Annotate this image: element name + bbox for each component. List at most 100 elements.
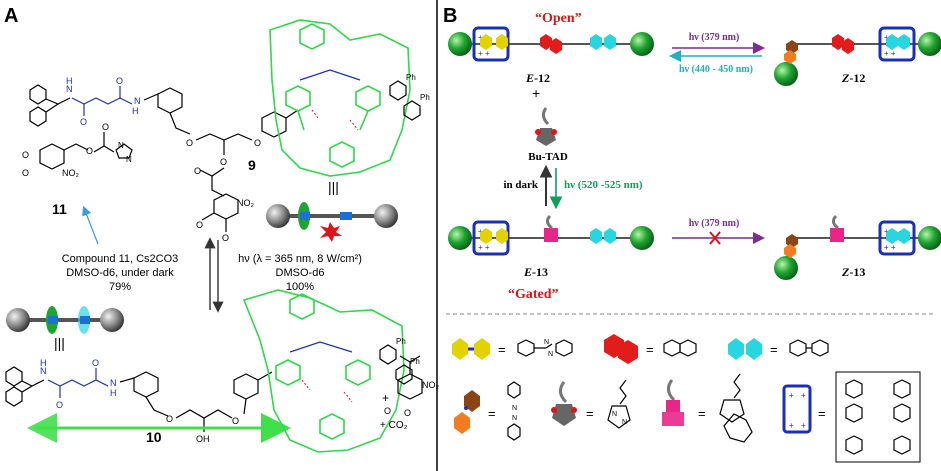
condition-line: DMSO-d6 xyxy=(276,267,325,279)
arrow-dark-label: in dark xyxy=(503,179,538,191)
svg-text:N: N xyxy=(512,405,517,412)
macrocycle-top: Ph Ph xyxy=(269,19,430,177)
nitro-label: NO₂ xyxy=(237,198,255,208)
side-product: + NO₂ O O + CO₂ xyxy=(380,355,440,431)
state-label-e13: E-13 xyxy=(523,265,548,279)
state-label-e12: E-12 xyxy=(525,71,550,85)
panel-b-label: B xyxy=(443,5,457,27)
stopper-ball xyxy=(100,308,124,332)
stopper-ball xyxy=(266,204,290,228)
svg-text:Ph: Ph xyxy=(420,93,430,102)
h-atom-label: H xyxy=(132,106,139,116)
o-atom-label: O xyxy=(254,138,261,148)
svg-text:O: O xyxy=(404,408,411,418)
vertical-reaction-arrows xyxy=(204,237,224,313)
svg-text:=: = xyxy=(586,406,594,421)
o-atom-label: O xyxy=(186,138,193,148)
arrow-green-label: hν (520 -525 nm) xyxy=(564,179,643,191)
svg-text:O: O xyxy=(384,406,391,416)
svg-text:+ +: + + xyxy=(478,49,490,58)
panel-a-label: A xyxy=(4,5,18,27)
svg-text:O: O xyxy=(232,416,239,426)
svg-text:N: N xyxy=(548,351,553,358)
svg-text:OH: OH xyxy=(196,434,210,444)
svg-text:=: = xyxy=(770,342,778,357)
svg-text:NO₂: NO₂ xyxy=(422,380,440,390)
stopper-ball xyxy=(374,204,398,228)
rotaxane-cartoon-10: ||| xyxy=(6,306,124,351)
n-atom-label: N xyxy=(66,84,73,94)
compound-9-structure: N H O O N H O O O NO₂ O O O xyxy=(29,76,299,243)
svg-text:|||: ||| xyxy=(328,179,339,195)
compound-9-label: 9 xyxy=(248,157,256,173)
condition-line: DMSO-d6, under dark xyxy=(66,267,174,279)
compound-10-label: 10 xyxy=(146,429,162,445)
svg-text:N: N xyxy=(612,411,617,418)
panel-b: B “Open” + + + + E-12 + hν (379 nm) hν (… xyxy=(443,5,941,463)
o-atom-label: O xyxy=(80,117,87,127)
gated-label: “Gated” xyxy=(508,287,559,302)
svg-text:Ph: Ph xyxy=(410,357,420,366)
rotaxane-z12: + + + + xyxy=(774,26,941,86)
o-atom-label: O xyxy=(220,157,227,167)
compound-11-structure: O O N N NO₂ O O 11 xyxy=(22,122,133,245)
h-atom-label: H xyxy=(66,76,73,86)
svg-text:O: O xyxy=(86,146,93,156)
svg-text:N: N xyxy=(40,366,47,376)
svg-text:N: N xyxy=(110,378,117,388)
condition-line: 100% xyxy=(286,281,314,293)
plus-sign: + xyxy=(532,85,540,101)
svg-text:O: O xyxy=(166,414,173,424)
state-label-z12: Z-12 xyxy=(841,71,865,85)
arrow-forward-2-label: hν (379 nm) xyxy=(689,218,740,229)
svg-text:O: O xyxy=(102,122,109,132)
svg-text:+: + xyxy=(789,421,794,430)
svg-text:Ph: Ph xyxy=(406,73,416,82)
svg-text:N: N xyxy=(544,339,549,346)
equals-sign: = xyxy=(498,342,506,357)
svg-text:+: + xyxy=(801,421,806,430)
svg-text:N: N xyxy=(512,415,517,422)
svg-text:+ +: + + xyxy=(884,243,896,252)
o-atom-label: O xyxy=(222,233,229,243)
blocked-cross-icon xyxy=(709,231,721,245)
rotaxane-z13: + + + + xyxy=(774,214,941,280)
legend-row-1: = N N = = xyxy=(452,334,829,364)
reagent-label: Bu-TAD xyxy=(528,151,568,163)
svg-text:N: N xyxy=(126,155,132,164)
arrow-forward-1-label: hν (379 nm) xyxy=(689,32,740,43)
svg-text:NO₂: NO₂ xyxy=(62,168,80,178)
panel-a: A N H O O N H O O O xyxy=(4,5,440,453)
o-atom-label: O xyxy=(116,76,123,86)
svg-text:Ph: Ph xyxy=(396,337,406,346)
state-label-z13: Z-13 xyxy=(841,265,865,279)
svg-text:O: O xyxy=(92,358,99,368)
svg-text:N: N xyxy=(118,141,124,150)
rotaxane-cartoon-9: ||| xyxy=(266,179,398,242)
svg-text:=: = xyxy=(698,406,706,421)
rotaxane-e13: + + + + xyxy=(448,214,654,256)
condition-line: hν (λ = 365 nm, 8 W/cm²) xyxy=(238,253,362,265)
svg-text:H: H xyxy=(110,388,117,398)
compound-10-structure: N H O O N H O OH O 10 xyxy=(5,358,291,445)
svg-text:H: H xyxy=(40,358,47,368)
svg-text:=: = xyxy=(488,406,496,421)
arrow-back-1-label: hν (440 - 450 nm) xyxy=(679,64,753,75)
rotaxane-e12: + + + + xyxy=(448,26,654,62)
o-atom-label: O xyxy=(196,220,203,230)
svg-text:O: O xyxy=(56,400,63,410)
macrocycle-bottom: Ph Ph xyxy=(242,289,420,453)
stopper-ball xyxy=(6,308,30,332)
svg-text:O: O xyxy=(22,168,29,178)
conditions-right: hν (λ = 365 nm, 8 W/cm²) DMSO-d6 100% xyxy=(238,253,362,293)
compound-11-label: 11 xyxy=(52,201,67,217)
co2-label: + CO₂ xyxy=(380,420,408,431)
photocleavable-group xyxy=(320,222,342,242)
svg-text:=: = xyxy=(818,406,826,421)
svg-text:+: + xyxy=(789,391,794,400)
legend-row-2: = N N = N N = + + + + xyxy=(454,371,921,463)
svg-text:O: O xyxy=(22,150,29,160)
n-atom-label: N xyxy=(134,96,141,106)
svg-text:+ +: + + xyxy=(478,243,490,252)
